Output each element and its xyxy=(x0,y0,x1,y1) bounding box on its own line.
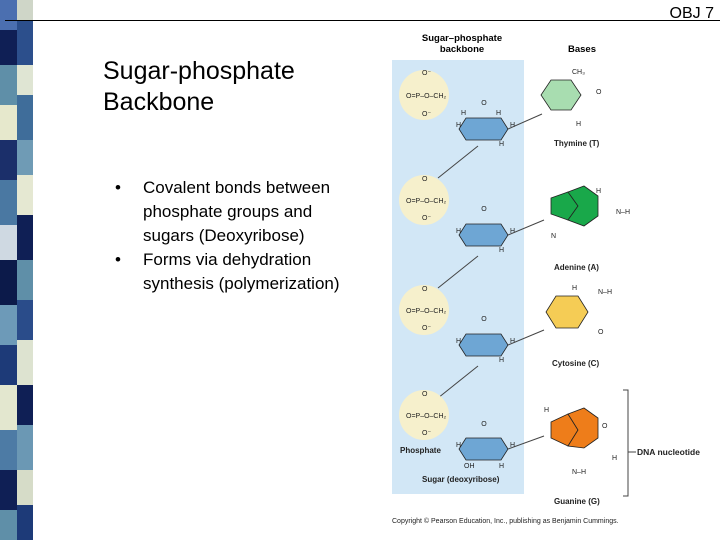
svg-text:O=P–O–CH₂: O=P–O–CH₂ xyxy=(406,198,447,205)
sugar-ring xyxy=(458,437,509,461)
svg-text:H: H xyxy=(510,338,515,345)
svg-text:O: O xyxy=(422,391,428,398)
svg-text:O⁻: O⁻ xyxy=(422,215,431,222)
svg-text:H: H xyxy=(544,407,549,414)
svg-text:N–H: N–H xyxy=(598,289,612,296)
svg-text:H: H xyxy=(510,442,515,449)
base-label: Adenine (A) xyxy=(554,263,599,272)
svg-text:H: H xyxy=(499,247,504,254)
svg-text:H: H xyxy=(499,463,504,470)
bullet-list: Covalent bonds between phosphate groups … xyxy=(115,176,365,296)
svg-text:O⁻: O⁻ xyxy=(422,111,431,118)
base-label: Thymine (T) xyxy=(554,139,600,148)
svg-text:H: H xyxy=(510,122,515,129)
adenine-ring-6 xyxy=(567,185,599,227)
svg-text:OH: OH xyxy=(464,463,475,470)
svg-text:H: H xyxy=(576,121,581,128)
svg-text:H: H xyxy=(510,228,515,235)
phosphate-circle xyxy=(399,390,449,440)
phosphate-label: Phosphate xyxy=(400,446,441,455)
svg-text:H: H xyxy=(456,442,461,449)
svg-text:O: O xyxy=(598,329,604,336)
svg-text:O=P–O–CH₂: O=P–O–CH₂ xyxy=(406,308,447,315)
svg-text:H: H xyxy=(499,141,504,148)
base-label: Guanine (G) xyxy=(554,497,600,506)
svg-text:O: O xyxy=(602,423,608,430)
decorative-stripe-border xyxy=(0,0,33,540)
svg-text:H: H xyxy=(456,338,461,345)
svg-text:O⁻: O⁻ xyxy=(422,430,431,437)
svg-text:N–H: N–H xyxy=(616,209,630,216)
svg-text:H: H xyxy=(572,285,577,292)
dna-backbone-figure: Sugar–phosphate backbone Bases O⁻ O=P–O–C… xyxy=(392,33,700,525)
nucleotide-2: O O=P–O–CH₂ O⁻ O H H H H N–H N Adenine (A) xyxy=(399,175,630,272)
svg-text:H: H xyxy=(456,228,461,235)
sugar-ring xyxy=(458,223,509,247)
svg-text:H: H xyxy=(596,188,601,195)
svg-text:O: O xyxy=(422,176,428,183)
backbone-heading-line2: backbone xyxy=(440,44,484,55)
svg-text:O⁻: O⁻ xyxy=(422,70,431,77)
header-rule xyxy=(5,20,720,21)
nucleotide-4: O O=P–O–CH₂ O⁻ O H H OH H H O H N–H Guanine … xyxy=(399,390,617,506)
svg-text:H: H xyxy=(456,122,461,129)
cytosine-ring xyxy=(545,295,589,329)
base-label: Cytosine (C) xyxy=(552,359,599,368)
slide-title: Sugar-phosphate Backbone xyxy=(103,57,295,116)
nucleotide-3: O O=P–O–CH₂ O⁻ O H H H H N–H O Cytosine (C) xyxy=(399,285,612,368)
bullet-item: Forms via dehydration synthesis (polymer… xyxy=(115,248,365,296)
guanine-ring-6 xyxy=(567,407,599,449)
svg-text:O=P–O–CH₂: O=P–O–CH₂ xyxy=(406,413,447,420)
svg-text:H: H xyxy=(496,110,501,117)
svg-text:H: H xyxy=(499,357,504,364)
svg-text:O: O xyxy=(596,89,602,96)
sugar-label: Sugar (deoxyribose) xyxy=(422,475,500,484)
backbone-heading-line1: Sugar–phosphate xyxy=(422,33,502,44)
nucleotide-bracket xyxy=(623,389,629,497)
svg-text:O: O xyxy=(481,206,487,213)
svg-text:N: N xyxy=(551,233,556,240)
phosphate-circle xyxy=(399,70,449,120)
phosphate-circle xyxy=(399,175,449,225)
bullet-item: Covalent bonds between phosphate groups … xyxy=(115,176,365,248)
sugar-ring xyxy=(458,117,509,141)
copyright-notice: Copyright © Pearson Education, Inc., pub… xyxy=(392,517,619,525)
svg-text:O: O xyxy=(422,286,428,293)
svg-text:H: H xyxy=(461,110,466,117)
dna-nucleotide-label: DNA nucleotide xyxy=(637,447,700,457)
svg-text:O: O xyxy=(481,316,487,323)
svg-text:O=P–O–CH₂: O=P–O–CH₂ xyxy=(406,93,447,100)
objective-code: OBJ 7 xyxy=(669,5,714,22)
svg-text:O: O xyxy=(481,421,487,428)
thymine-ring xyxy=(540,79,582,111)
svg-text:H: H xyxy=(612,455,617,462)
phosphate-circle xyxy=(399,285,449,335)
svg-text:N–H: N–H xyxy=(572,469,586,476)
bases-heading: Bases xyxy=(568,44,596,55)
svg-text:O⁻: O⁻ xyxy=(422,325,431,332)
svg-text:O: O xyxy=(481,100,487,107)
svg-text:CH₃: CH₃ xyxy=(572,69,585,76)
sugar-ring xyxy=(458,333,509,357)
